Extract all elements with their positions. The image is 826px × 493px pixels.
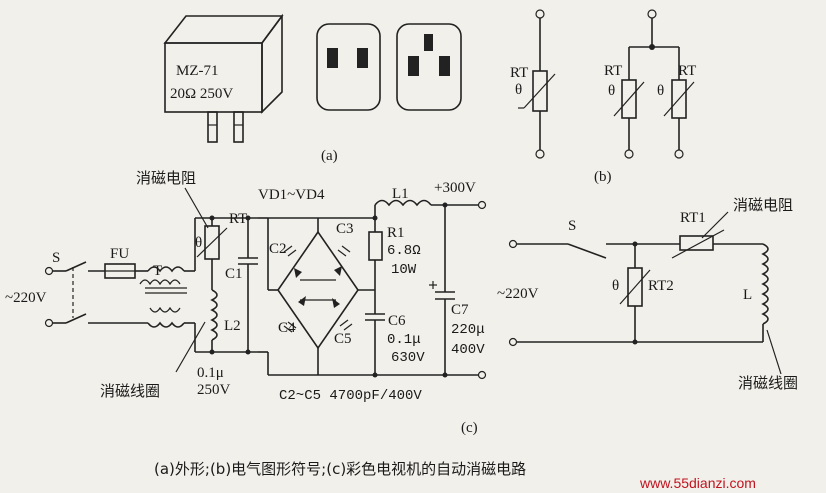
circuit-c-right-wiring [508,229,769,347]
degaussing-resistor-body [163,13,284,143]
rt2-label: RT2 [648,278,674,294]
r1-power-label: 10W [391,262,417,278]
degauss-coil-right-label: 消磁线圈 [738,375,798,392]
c4-label: C4 [278,320,296,336]
leader-coil-right [766,329,782,375]
theta-label-single: θ [515,82,522,98]
c2-c5-spec-label: C2~C5 4700pF/400V [279,388,422,404]
rt-label-dual-left: RT [604,63,622,79]
degauss-resistor-right-label: 消磁电阻 [733,197,793,214]
c1-value-label: 0.1μ [197,365,224,381]
degauss-coil-label: 消磁线圈 [100,383,160,400]
circuit-c-left-wiring [44,215,268,355]
c3-label: C3 [336,221,354,237]
filter-output-stage [318,199,487,380]
coil-l-label: L [743,287,752,303]
c2-label: C2 [269,241,287,257]
rt1-label: RT1 [680,210,706,226]
c6-rating-label: 630V [391,350,425,366]
r1-value-label: 6.8Ω [387,243,421,259]
part-model-label: MZ-71 [176,63,219,79]
r1-label: R1 [387,225,405,241]
theta-label-rt: θ [195,235,202,251]
c1-label: C1 [225,266,243,282]
theta-label-dual-left: θ [608,83,615,99]
switch-s-label: S [52,250,60,266]
panel-a-label: (a) [321,148,338,164]
c7-value-label: 220μ [451,322,485,338]
three-pin-socket-face [396,23,462,111]
c6-value-label: 0.1μ [387,332,421,348]
c7-rating-label: 400V [451,342,485,358]
watermark-text: www.55dianzi.com [639,475,756,491]
switch-s-right-label: S [568,218,576,234]
c7-label: C7 [451,302,469,318]
c1-rating-label: 250V [197,382,231,398]
degauss-resistor-label: 消磁电阻 [136,170,196,187]
theta-label-rt2: θ [612,278,619,294]
bridge-label: VD1~VD4 [258,187,325,203]
leader-rt1 [701,211,729,239]
input-voltage-label: ~220V [5,290,47,306]
c6-label: C6 [388,313,406,329]
bridge-rectifier [267,217,375,376]
thermistor-symbol-dual [613,9,695,159]
part-rating-label: 20Ω 250V [170,86,233,102]
fuse-label: FU [110,246,129,262]
rt-label: RT [229,211,247,227]
theta-label-dual-right: θ [657,83,664,99]
two-pin-socket-face [316,23,381,111]
input-voltage-right-label: ~220V [497,286,539,302]
leader-degauss-coil [175,321,206,373]
output-voltage-label: +300V [434,180,476,196]
l1-label: L1 [392,186,409,202]
rt-label-single: RT [510,65,528,81]
choke-t-label: T [153,263,162,279]
c5-label: C5 [334,331,352,347]
rt-label-dual-right: RT [678,63,696,79]
panel-c-label: (c) [461,420,478,436]
figure-caption: (a)外形;(b)电气图形符号;(c)彩色电视机的自动消磁电路 [154,460,526,478]
leader-degauss-resistor [184,187,209,229]
l2-label: L2 [224,318,241,334]
thermistor-symbol-single [518,9,556,159]
panel-b-label: (b) [594,169,612,185]
